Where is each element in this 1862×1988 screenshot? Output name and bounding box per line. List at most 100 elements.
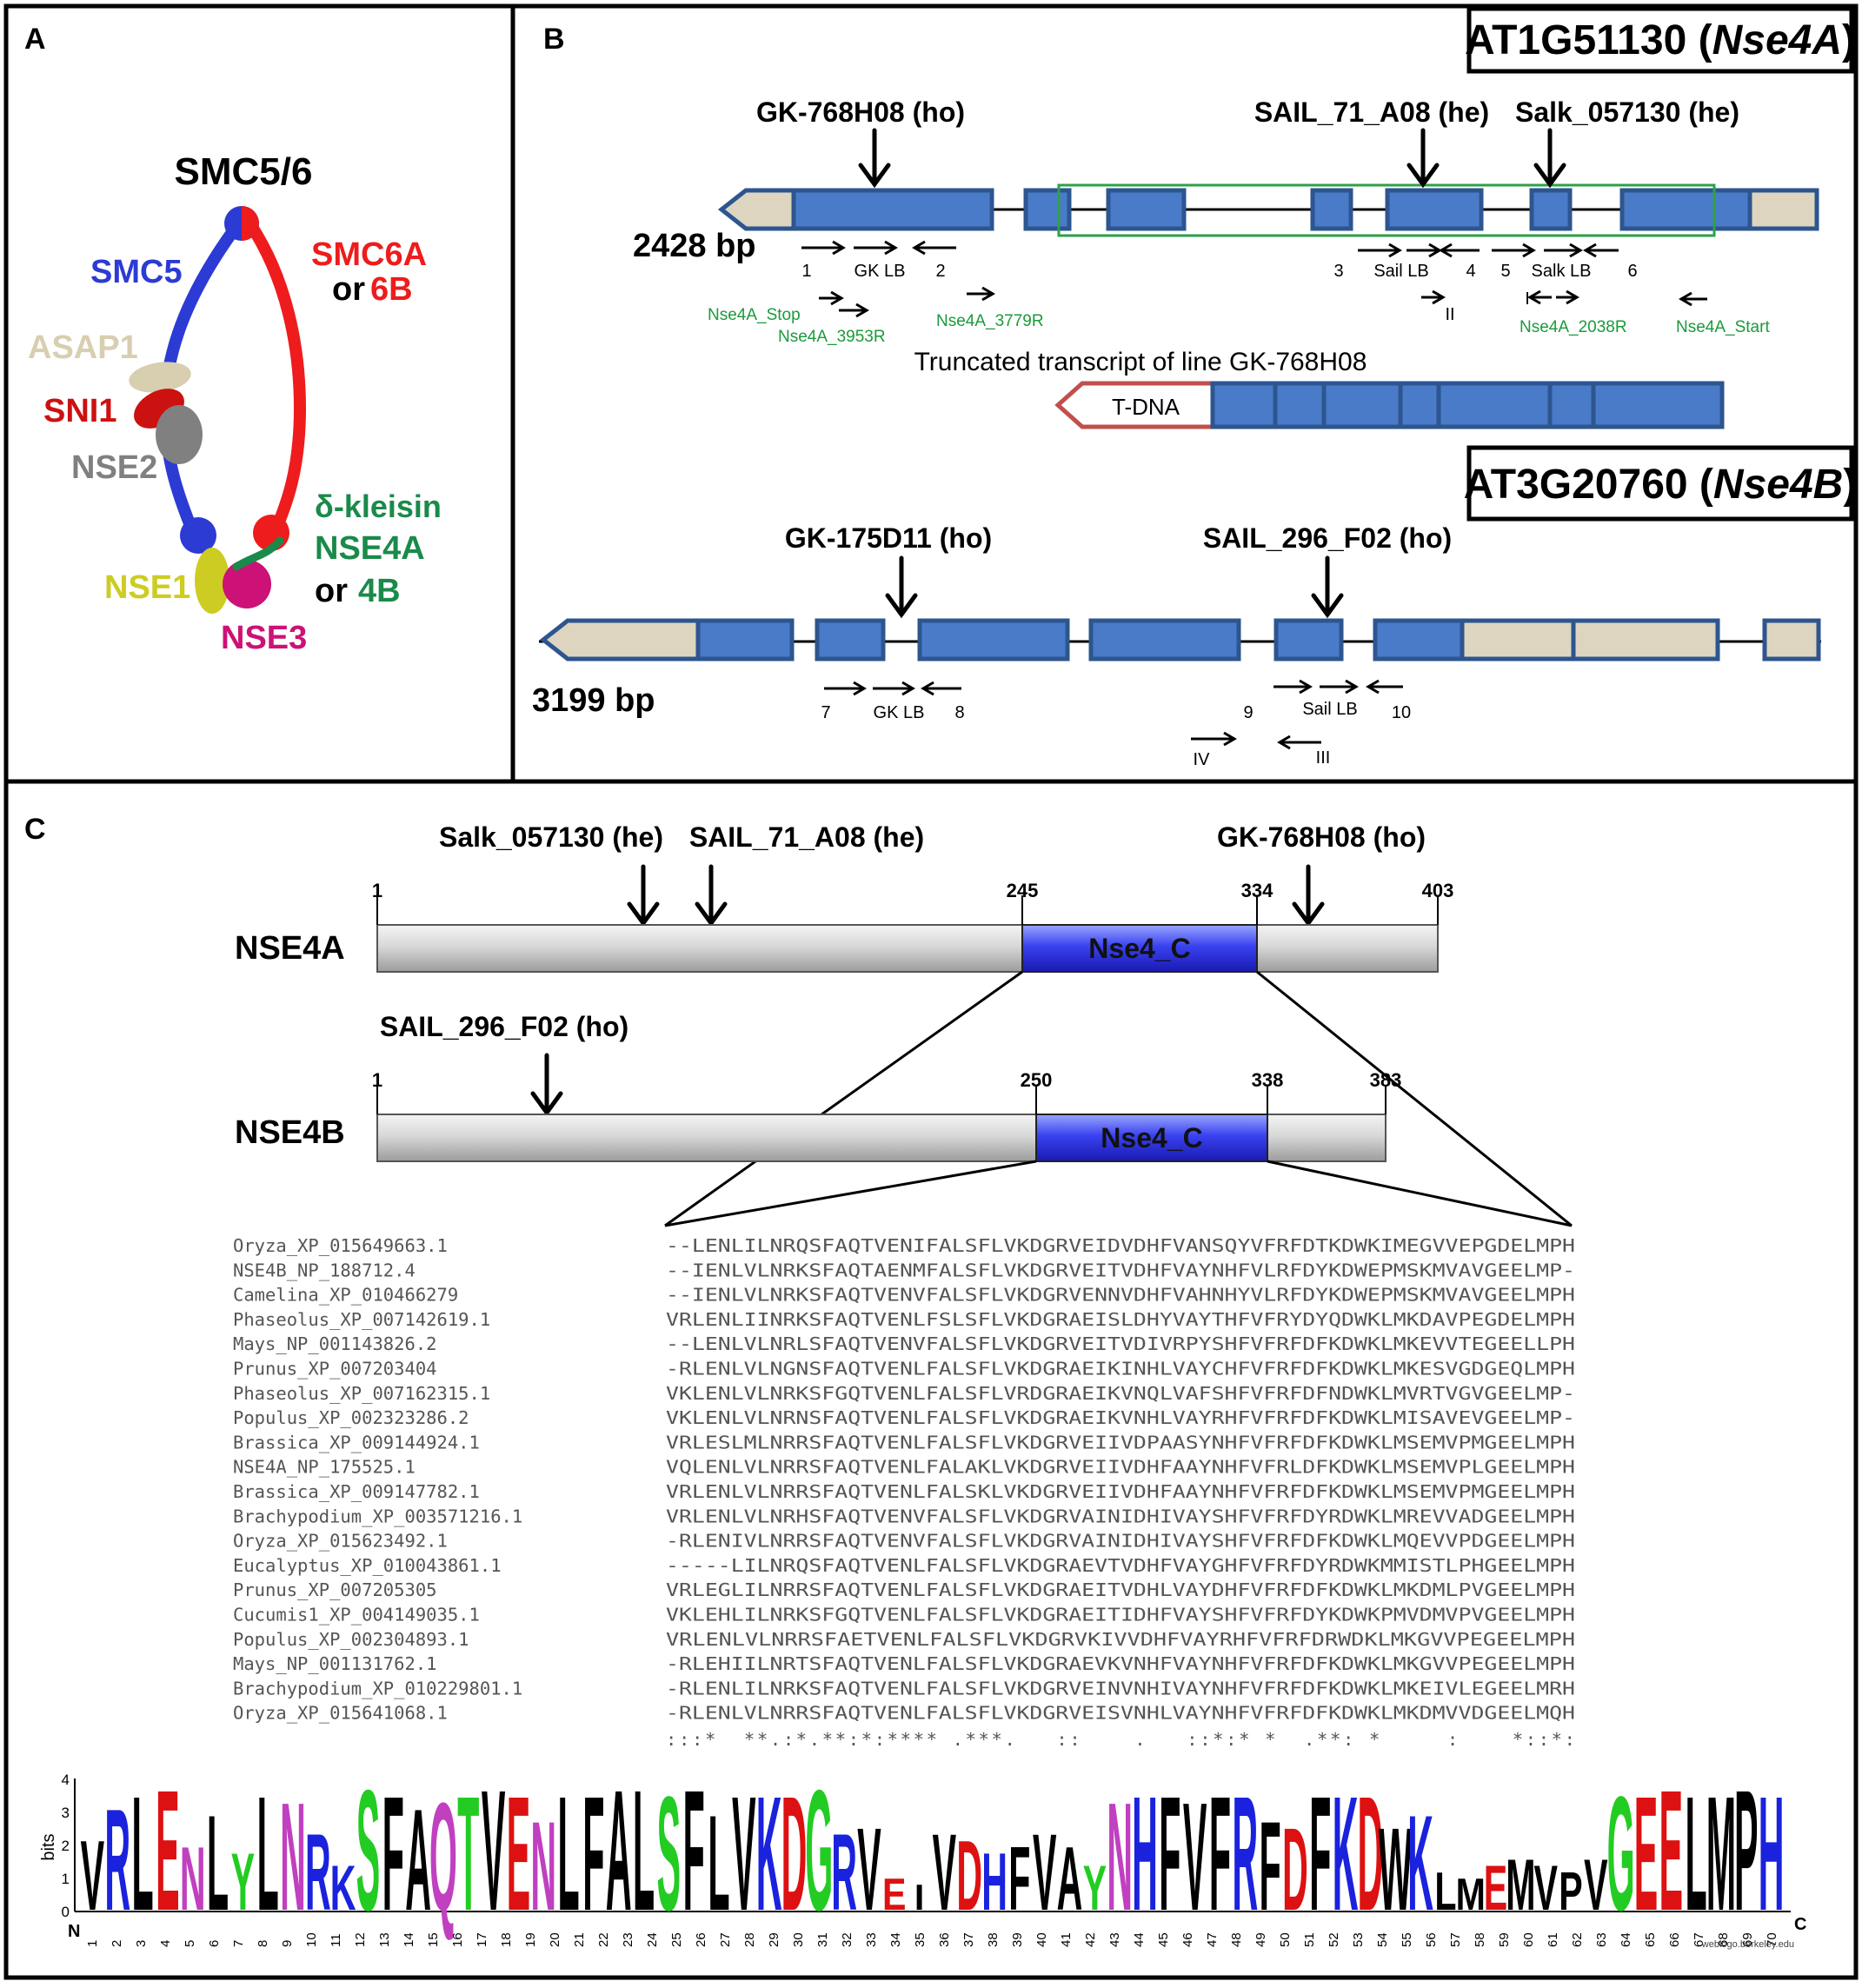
panel-c-frame bbox=[3, 779, 1859, 1980]
smc5-label: SMC5 bbox=[90, 254, 183, 290]
gene-a-exon-4 bbox=[1310, 188, 1353, 231]
nse4b-insertion-1: SAIL_296_F02 (ho) bbox=[380, 1011, 628, 1042]
alignment-row-sequence: VQLENLVLNRRSFAQTVENLFALAKLVKDGRVEIIVDHFA… bbox=[666, 1457, 1575, 1478]
logo-letter: E bbox=[1634, 1762, 1658, 1945]
logo-position-number: 38 bbox=[986, 1932, 1001, 1947]
logo-letter: E bbox=[156, 1756, 179, 1947]
primer-label-salk-lb: Salk LB bbox=[1532, 262, 1592, 281]
logo-position-number: 35 bbox=[913, 1932, 928, 1947]
logo-letter: M bbox=[1506, 1845, 1535, 1925]
logo-position-number: 21 bbox=[572, 1932, 587, 1947]
gene-b-name: Nse4B bbox=[1713, 462, 1843, 508]
alignment-row-sequence: -RLENLVLNGNSFAQTVENLFALSFLVKDGRAEIKINHLV… bbox=[666, 1359, 1575, 1380]
gene-a-green-primer-arrows bbox=[819, 286, 1707, 318]
truncated-exon-4 bbox=[1398, 381, 1441, 429]
logo-position-number: 70 bbox=[1765, 1932, 1779, 1947]
logo-letter: R bbox=[104, 1779, 130, 1941]
logo-ytick-0: 0 bbox=[62, 1904, 70, 1920]
logo-position-number: 42 bbox=[1083, 1932, 1098, 1947]
gene-a-exon-6 bbox=[1529, 188, 1573, 231]
logo-position-number: 18 bbox=[499, 1932, 514, 1947]
green-primer-arrow-3953r bbox=[839, 303, 869, 318]
logo-letter: W bbox=[1379, 1804, 1413, 1936]
insertion-arrow-sail71 bbox=[1406, 128, 1440, 189]
logo-position-number: 63 bbox=[1594, 1932, 1609, 1947]
insertion-arrow-sail296 bbox=[1311, 555, 1344, 619]
logo-letter: E bbox=[882, 1869, 906, 1919]
logo-letter: G bbox=[1607, 1762, 1635, 1945]
logo-position-number: 30 bbox=[791, 1932, 806, 1947]
logo-position-number: 62 bbox=[1570, 1932, 1585, 1947]
primer-label-4: 4 bbox=[1466, 262, 1475, 281]
primer-arrow-9 bbox=[1273, 679, 1313, 695]
primer-arrow-ii bbox=[1421, 289, 1446, 305]
logo-position-number: 41 bbox=[1059, 1932, 1074, 1947]
logo-letter: H bbox=[981, 1837, 1007, 1928]
logo-position-number: 5 bbox=[183, 1940, 197, 1947]
alignment-row-sequence: -RLENIVLNRRSFAQTVENVFALSFLVKDGRVAINIDHIV… bbox=[666, 1531, 1575, 1552]
logo-letter: L bbox=[131, 1762, 153, 1945]
sni1-label: SNI1 bbox=[43, 393, 116, 429]
smc6-arm bbox=[243, 216, 307, 541]
logo-position-number: 68 bbox=[1716, 1932, 1731, 1947]
logo-letter: H bbox=[1759, 1762, 1785, 1945]
nse4b-pos-383: 383 bbox=[1370, 1069, 1402, 1091]
panel-b: B AT1G51130 (Nse4A) 2428 bp GK-768H08 (h… bbox=[532, 6, 1857, 769]
logo-position-number: 32 bbox=[840, 1932, 855, 1947]
alignment-consensus: :::* **.:*.**:*:**** .***. :: . ::*:* * … bbox=[666, 1729, 1575, 1750]
logo-position-number: 10 bbox=[304, 1932, 319, 1947]
gene-a-utr-right bbox=[1747, 188, 1819, 231]
nse4a-bar bbox=[376, 924, 1439, 973]
logo-letter: R bbox=[305, 1812, 331, 1933]
panel-a: A SMC5/6 SMC5 SMC6A or 6B ASAP1 SNI1 NSE… bbox=[24, 23, 442, 656]
primer-arrow-iii bbox=[1277, 735, 1321, 750]
nse4a-arrow-gk bbox=[1292, 864, 1325, 928]
gene-b-insertion-label-1: GK-175D11 (ho) bbox=[785, 522, 992, 554]
nse4b-pos-338: 338 bbox=[1252, 1069, 1284, 1091]
nse4b-pos-1: 1 bbox=[372, 1069, 382, 1091]
zoom-line-a-left bbox=[664, 970, 1023, 1227]
smc56-title: SMC5/6 bbox=[175, 150, 313, 193]
alignment-row-name: Prunus_XP_007203404 bbox=[233, 1359, 437, 1380]
logo-position-number: 69 bbox=[1740, 1932, 1755, 1947]
logo-letter: L bbox=[557, 1762, 579, 1945]
logo-position-number: 49 bbox=[1254, 1932, 1268, 1947]
logo-position-number: 17 bbox=[475, 1932, 489, 1947]
logo-position-number: 64 bbox=[1619, 1932, 1633, 1947]
logo-letter: V bbox=[1584, 1845, 1608, 1925]
gene-a-header: AT1G51130 (Nse4A) bbox=[1465, 17, 1856, 63]
alignment-row-sequence: VRLENLIINRKSFAQTVENLFSLSFLVKDGRAEISLDHYV… bbox=[666, 1309, 1575, 1330]
nse1-shape bbox=[195, 548, 229, 614]
gene-a-primer-arrows bbox=[801, 240, 1619, 305]
alignment-row-name: Mays_NP_001131762.1 bbox=[233, 1653, 437, 1674]
gene-a-insertion-label-3: Salk_057130 (he) bbox=[1515, 96, 1739, 128]
gene-a-exon-1 bbox=[791, 188, 994, 231]
alignment-row-sequence: --IENLVLNRKSFAQTVENVFALSFLVKDGRVENNVDHFV… bbox=[666, 1285, 1575, 1306]
logo-letter: D bbox=[1358, 1762, 1384, 1945]
smc6-or-label: or bbox=[332, 271, 365, 308]
smc5-head bbox=[180, 517, 216, 554]
logo-letter: M bbox=[1456, 1869, 1486, 1919]
truncated-exon-2 bbox=[1273, 381, 1327, 429]
logo-letter: S bbox=[356, 1756, 380, 1947]
gene-a-insertion-label-2: SAIL_71_A08 (he) bbox=[1254, 96, 1489, 128]
logo-position-number: 11 bbox=[329, 1933, 343, 1947]
logo-position-number: 58 bbox=[1473, 1932, 1487, 1947]
primer-label-9: 9 bbox=[1243, 703, 1253, 722]
gene-a-utr-left bbox=[717, 188, 798, 231]
gene-b-utr-mid bbox=[1460, 618, 1578, 662]
logo-y-label: bits bbox=[39, 1833, 58, 1860]
logo-letter: K bbox=[1407, 1789, 1433, 1940]
gene-b-insertion-arrows bbox=[885, 555, 1344, 619]
logo-position-number: 55 bbox=[1400, 1932, 1414, 1947]
gene-b-exon-2 bbox=[815, 618, 886, 662]
logo-n-terminus: N bbox=[68, 1922, 80, 1941]
logo-ytick-1: 1 bbox=[62, 1871, 70, 1887]
alignment-row-name: Phaseolus_XP_007142619.1 bbox=[233, 1309, 490, 1330]
gene-a-exon-2 bbox=[1023, 188, 1072, 231]
nse3-shape bbox=[223, 560, 271, 608]
green-primer-arrow-stop bbox=[819, 290, 844, 306]
